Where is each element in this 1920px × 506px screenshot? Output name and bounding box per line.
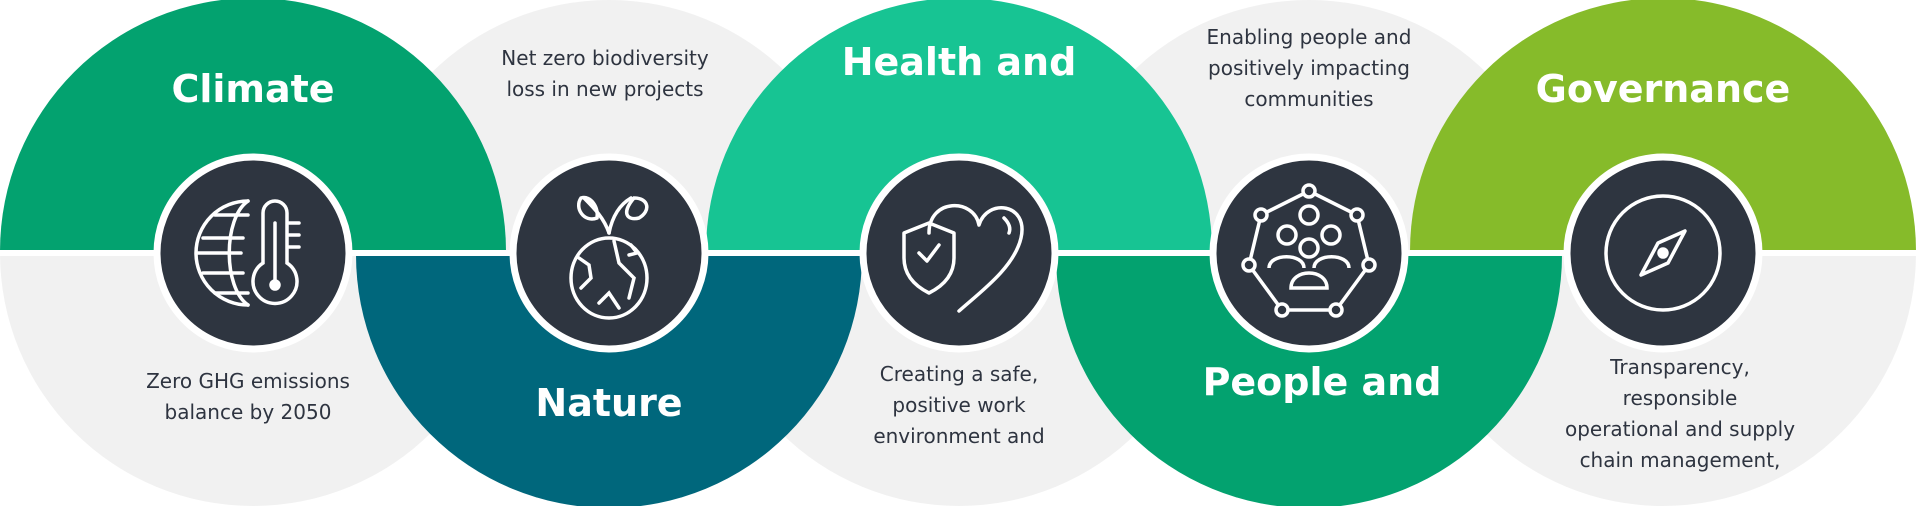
nature-title: Nature (535, 381, 683, 425)
nature-description: Net zero biodiversity loss in new projec… (501, 46, 709, 101)
shield-heart-icon (902, 203, 1024, 313)
climate-half (0, 0, 506, 251)
governance-title: Governance (1535, 67, 1791, 111)
compass-icon (1604, 194, 1722, 312)
health-title: Health and (841, 40, 1077, 84)
people-title: People and (1202, 360, 1442, 404)
people-description: Enabling people and positively impacting… (1206, 25, 1412, 111)
governance-description: Transparency, responsible operational an… (1564, 355, 1796, 472)
governance-half (1410, 0, 1916, 251)
sprout-earth-icon (569, 195, 649, 320)
icon-discs (153, 153, 1763, 353)
health-description: Creating a safe, positive work environme… (873, 362, 1045, 448)
nature-half (356, 255, 862, 506)
people-half (1056, 255, 1562, 506)
community-network-icon (1241, 183, 1377, 318)
globe-thermometer-icon (194, 199, 301, 307)
climate-title: Climate (171, 67, 335, 111)
climate-description: Zero GHG emissions balance by 2050 (146, 369, 350, 424)
health-half (706, 0, 1212, 251)
